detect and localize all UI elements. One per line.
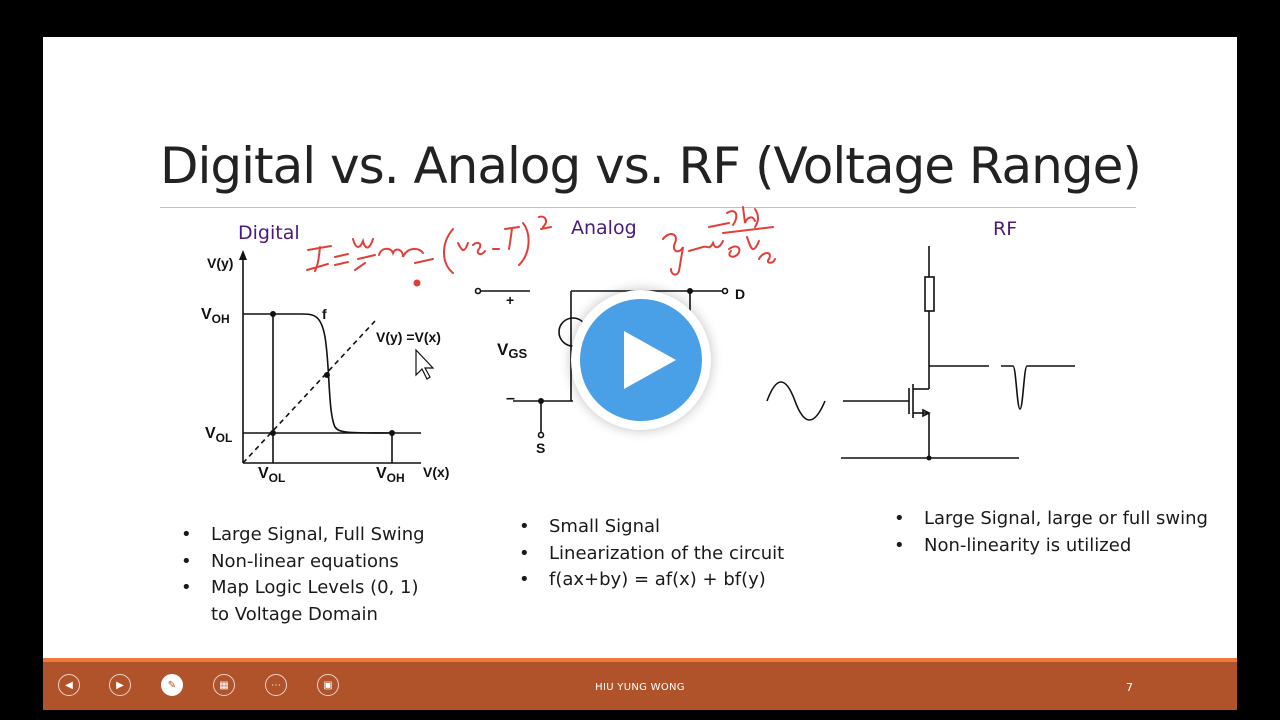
vol-x-label: VOL — [258, 465, 285, 485]
bullet-list-rf: Large Signal, large or full swing Non-li… — [894, 506, 1208, 559]
play-icon — [580, 299, 702, 421]
minus-label: – — [506, 390, 515, 407]
slide-title: Digital vs. Analog vs. RF (Voltage Range… — [160, 137, 1142, 195]
voh-x-label: VOH — [376, 465, 405, 485]
more-options-button[interactable]: ⋯ — [265, 674, 287, 696]
bullet-item-continuation: to Voltage Domain — [211, 603, 378, 625]
slide-sorter-icon: ▦ — [219, 679, 229, 691]
vgs-label: VGS — [497, 340, 527, 361]
display-settings-icon: ▣ — [323, 679, 333, 691]
section-label-analog: Analog — [571, 217, 637, 239]
bullet-item: f(ax+by) = af(x) + bf(y) — [519, 567, 784, 594]
pulse-output-waveform-icon — [1001, 365, 1075, 410]
vol-x-v: V — [258, 465, 269, 482]
toolbar-accent-line — [43, 658, 1237, 662]
digital-plot-labels: V(y) V(x) VOH VOL VOL VOH f V(y) =V(x) — [201, 255, 449, 485]
video-play-button[interactable] — [571, 290, 711, 430]
bullet-list-digital: Large Signal, Full Swing Non-linear equa… — [181, 522, 425, 628]
voh-y-v: V — [201, 306, 212, 323]
marker-dot — [270, 311, 276, 317]
pen-tool-button[interactable]: ✎ — [161, 674, 183, 696]
vol-x-sub: OL — [269, 471, 286, 485]
unity-line-label: V(y) =V(x) — [376, 329, 441, 345]
slide-sorter-button[interactable]: ▦ — [213, 674, 235, 696]
sine-input-waveform-icon — [766, 381, 826, 421]
voh-y-label: VOH — [201, 306, 230, 326]
marker-dot — [389, 430, 395, 436]
drain-label: D — [735, 286, 745, 302]
section-label-digital: Digital — [238, 222, 300, 244]
bullet-item: Large Signal, large or full swing — [894, 506, 1208, 533]
mouse-cursor-icon — [415, 348, 435, 380]
terminal-node — [721, 287, 729, 295]
presentation-toolbar: ◀ ▶ ✎ ▦ ⋯ ▣ HIU YUNG WONG 7 — [43, 662, 1237, 710]
vgs-sub: GS — [508, 346, 527, 361]
voh-x-sub: OH — [387, 471, 405, 485]
vol-y-v: V — [205, 425, 216, 442]
terminal-node — [537, 431, 545, 439]
presenter-name: HIU YUNG WONG — [595, 682, 685, 693]
title-divider — [160, 207, 1136, 208]
bullet-item: Map Logic Levels (0, 1) — [181, 575, 425, 602]
curve-label-f: f — [322, 306, 327, 322]
slide-number: 7 — [1126, 681, 1133, 694]
slide-diagrams: V(y) V(x) VOH VOL VOL VOH f V(y) =V(x) — [201, 206, 1075, 485]
handwritten-annotations — [306, 206, 776, 287]
display-settings-button[interactable]: ▣ — [317, 674, 339, 696]
node-dot — [687, 288, 693, 294]
transfer-curve-f — [300, 313, 393, 434]
terminal-node — [474, 287, 482, 295]
rf-circuit-schematic — [766, 246, 1075, 461]
node-dot — [926, 455, 932, 461]
plus-label: + — [506, 292, 514, 308]
voh-y-sub: OH — [212, 312, 230, 326]
bullet-item: Large Signal, Full Swing — [181, 522, 425, 549]
vgs-v: V — [497, 340, 509, 359]
source-label: S — [536, 440, 545, 456]
bullet-item: Non-linearity is utilized — [894, 533, 1208, 560]
marker-dot — [270, 430, 276, 436]
node-dot — [538, 398, 544, 404]
digital-y-arrow — [239, 250, 247, 260]
bullet-list-analog: Small Signal Linearization of the circui… — [519, 514, 784, 594]
vol-y-label: VOL — [205, 425, 232, 445]
transistor-arrow — [922, 408, 931, 418]
x-axis-label: V(x) — [423, 464, 449, 480]
bullet-item: Linearization of the circuit — [519, 541, 784, 568]
next-slide-button[interactable]: ▶ — [109, 674, 131, 696]
more-icon: ⋯ — [271, 679, 281, 691]
voh-x-v: V — [376, 465, 387, 482]
unity-gain-line — [242, 320, 376, 464]
vol-y-sub: OL — [216, 431, 233, 445]
previous-icon: ◀ — [65, 679, 73, 691]
digital-transfer-plot — [239, 250, 421, 464]
analog-circuit-labels: + – VGS D S — [497, 286, 745, 456]
next-icon: ▶ — [116, 679, 124, 691]
slide-canvas: Digital vs. Analog vs. RF (Voltage Range… — [43, 37, 1237, 658]
previous-slide-button[interactable]: ◀ — [58, 674, 80, 696]
marker-dot — [324, 372, 330, 378]
load-resistor-symbol — [924, 276, 935, 312]
bullet-item: Small Signal — [519, 514, 784, 541]
pen-icon: ✎ — [167, 679, 177, 691]
section-label-rf: RF — [993, 218, 1018, 240]
bullet-item: Non-linear equations — [181, 549, 425, 576]
y-axis-label: V(y) — [207, 255, 233, 271]
